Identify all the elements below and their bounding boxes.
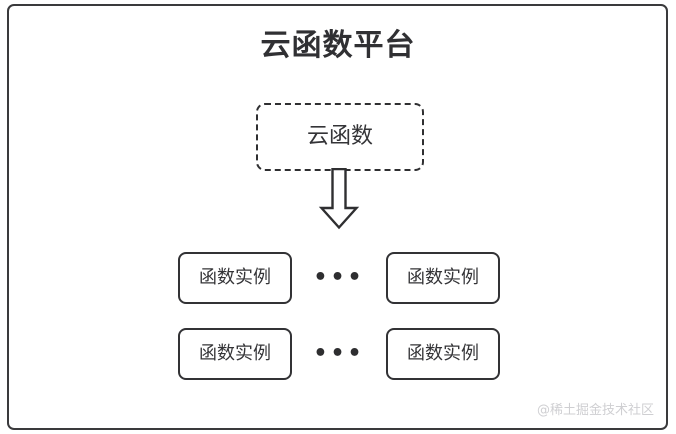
cloud-function-label: 云函数 [306, 124, 373, 149]
function-instance-box: 函数实例 [386, 328, 500, 380]
function-instance-box: 函数实例 [386, 252, 500, 304]
instance-row-1: 函数实例 ••• 函数实例 [178, 252, 500, 304]
down-block-arrow-icon [313, 167, 365, 230]
watermark: @稀土掘金技术社区 [536, 403, 654, 418]
function-instance-label: 函数实例 [407, 267, 479, 288]
instance-row-2: 函数实例 ••• 函数实例 [178, 328, 500, 380]
function-instance-label: 函数实例 [199, 343, 271, 364]
cloud-function-node: 云函数 [256, 103, 424, 171]
page-title: 云函数平台 [260, 28, 416, 63]
function-instance-box: 函数实例 [178, 328, 292, 380]
function-instance-label: 函数实例 [199, 267, 271, 288]
ellipsis-indicator: ••• [313, 265, 365, 290]
ellipsis-indicator: ••• [313, 341, 365, 366]
function-instance-box: 函数实例 [178, 252, 292, 304]
function-instance-label: 函数实例 [407, 343, 479, 364]
